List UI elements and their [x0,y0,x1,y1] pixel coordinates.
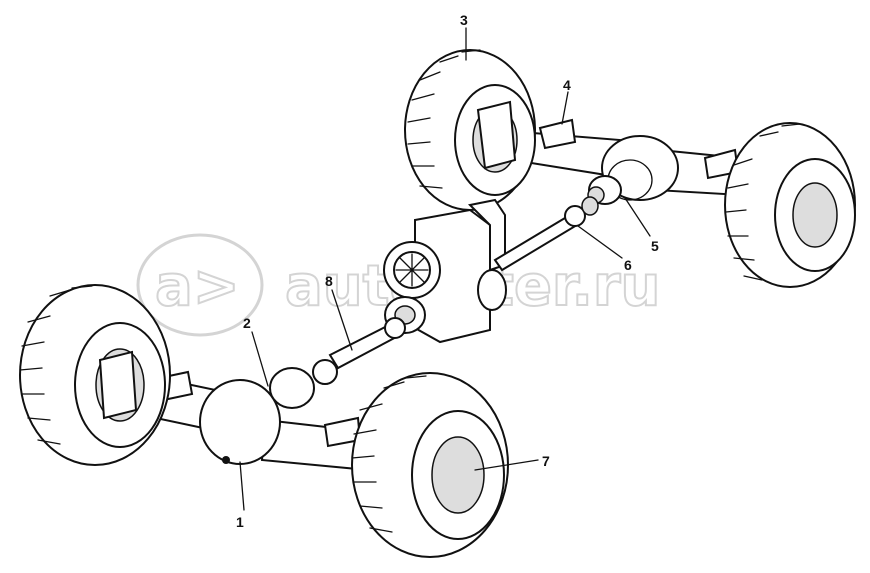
callout-7-label: 7 [542,453,550,469]
front-right-wheel [351,372,509,558]
front-left-wheel [19,284,171,466]
callout-5: 5 [624,197,659,254]
rear-propeller-shaft [493,196,599,272]
callout-1: 1 [236,461,245,530]
callout-8-label: 8 [325,273,333,289]
callout-3: 3 [460,12,468,61]
callout-2-label: 2 [243,315,251,331]
callout-4-label: 4 [563,77,571,93]
rear-left-wheel [404,49,536,211]
watermark-logo: a> [155,254,240,319]
callout-6: 6 [577,225,632,273]
callout-5-label: 5 [651,238,659,254]
rear-right-wheel [724,122,856,288]
callout-1-label: 1 [236,514,244,530]
callout-7: 7 [474,453,550,471]
callout-4: 4 [561,77,571,125]
front-propeller-shaft [312,317,406,385]
callout-2: 2 [243,315,269,387]
callout-3-label: 3 [460,12,468,28]
callout-8: 8 [325,273,353,351]
callout-6-label: 6 [624,257,632,273]
